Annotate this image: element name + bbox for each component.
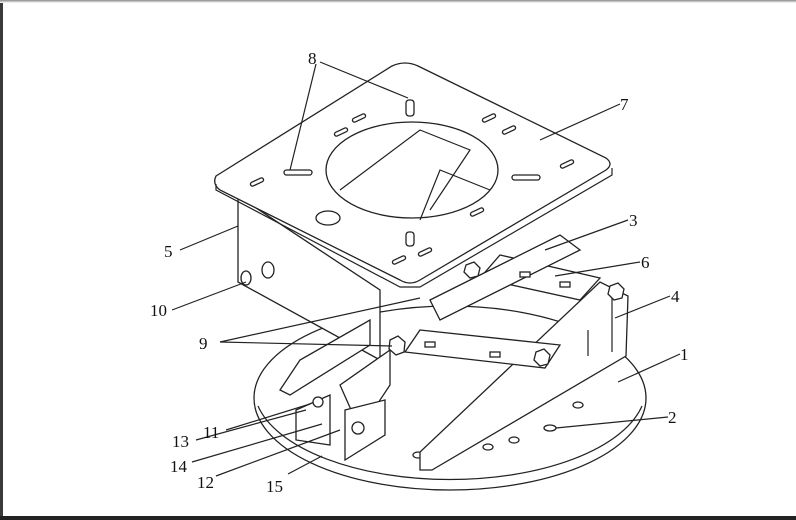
lower-bracket: [295, 348, 391, 462]
window-border-top: [0, 0, 796, 3]
part-labels: 8 7 3 6 5 4 10 9 1 2 11 13 14 12 15: [150, 49, 689, 496]
label-13: 13: [172, 432, 189, 451]
side-bracket: [419, 281, 629, 471]
label-4: 4: [671, 287, 680, 306]
label-9: 9: [199, 334, 208, 353]
leader-lines: [171, 61, 681, 477]
label-10: 10: [150, 301, 167, 320]
label-6: 6: [641, 253, 650, 272]
top-plate: [214, 62, 613, 288]
window-border-left: [0, 0, 3, 520]
label-1: 1: [680, 345, 689, 364]
label-5: 5: [164, 242, 173, 261]
label-3: 3: [629, 211, 638, 230]
label-7: 7: [620, 95, 629, 114]
label-11: 11: [203, 423, 219, 442]
label-8: 8: [308, 49, 317, 68]
pins: [405, 99, 415, 247]
label-2: 2: [668, 408, 677, 427]
slots: [249, 113, 575, 265]
label-12: 12: [197, 473, 214, 492]
label-15: 15: [266, 477, 283, 496]
scissor-links: [403, 234, 602, 369]
window-border-bottom: [0, 516, 796, 520]
label-14: 14: [170, 457, 188, 476]
bolts: [240, 261, 625, 367]
